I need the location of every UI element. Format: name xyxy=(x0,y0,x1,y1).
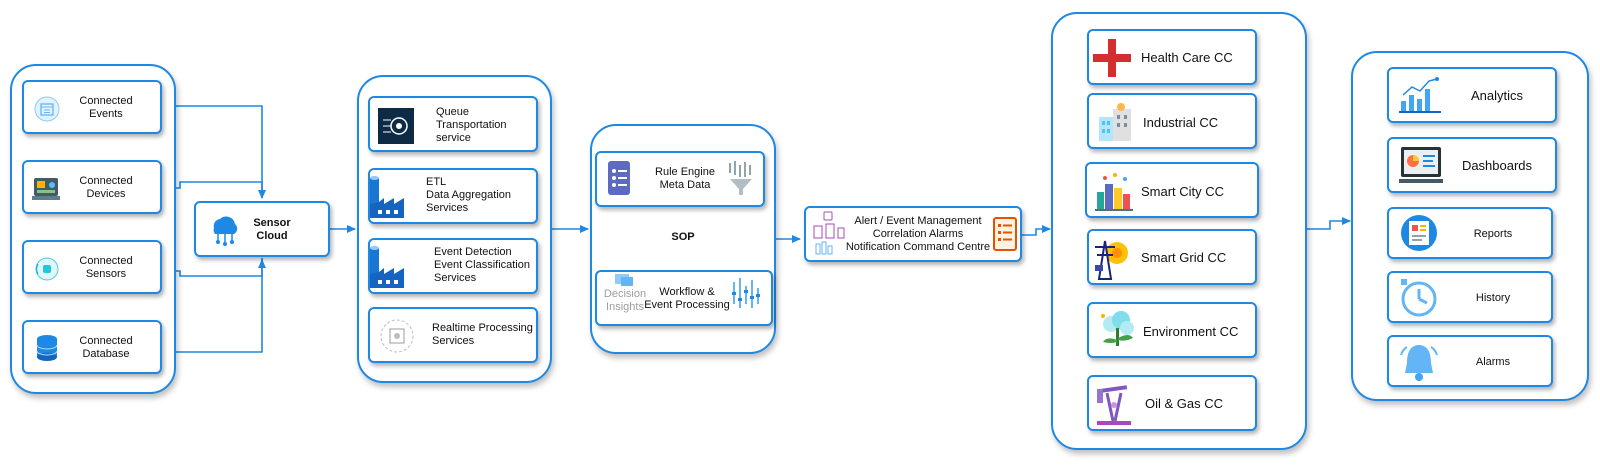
etl-label-line1: ETL xyxy=(426,176,447,188)
connected-database-label-line2: Database xyxy=(82,348,130,360)
realtime-processing-card[interactable]: Realtime Processing Services xyxy=(368,307,538,363)
dashboards-label: Dashboards xyxy=(1461,158,1533,173)
queue-label-line2: Transportation xyxy=(436,119,507,131)
power-tower-icon xyxy=(1091,235,1133,286)
reports-card[interactable]: Reports xyxy=(1387,207,1553,259)
filter-funnel-icon xyxy=(727,159,757,202)
alert-label-line3: Notification Command Centre xyxy=(845,241,991,253)
smart-city-cc-label: Smart City CC xyxy=(1141,184,1225,199)
queue-label-line1: Queue xyxy=(436,106,470,118)
calendar-icon xyxy=(34,96,60,127)
sensor-cloud-card[interactable]: Sensor Cloud xyxy=(194,201,330,257)
workflow-label-line2: Event Processing xyxy=(644,299,730,311)
processing-icon xyxy=(378,317,416,360)
device-board-icon xyxy=(32,174,62,207)
health-care-cc-card[interactable]: Health Care CC xyxy=(1087,29,1257,85)
smart-grid-cc-label: Smart Grid CC xyxy=(1141,250,1227,265)
connected-sensors-label-line2: Sensors xyxy=(85,268,127,280)
alarms-card[interactable]: Alarms xyxy=(1387,335,1553,387)
sensor-icon xyxy=(34,256,60,287)
connected-sensors-card[interactable]: Connected Sensors xyxy=(22,240,162,294)
city-icon xyxy=(1095,170,1133,217)
database-icon xyxy=(35,334,59,367)
oil-gas-cc-label: Oil & Gas CC xyxy=(1145,396,1224,411)
industrial-cc-label: Industrial CC xyxy=(1143,115,1219,130)
factory-icon xyxy=(366,244,406,295)
sensor-cloud-label-line1: Sensor xyxy=(253,217,291,229)
sensors-to-cloud-line xyxy=(162,258,263,277)
connected-devices-label-line1: Connected xyxy=(79,175,133,187)
connected-devices-label-line2: Devices xyxy=(86,188,126,200)
analytics-label: Analytics xyxy=(1470,88,1524,103)
event-detection-label-line2: Event Classification xyxy=(434,259,530,271)
event-detection-label-line1: Event Detection xyxy=(434,246,512,258)
clock-icon xyxy=(1399,277,1439,324)
rule-engine-card[interactable]: Rule Engine Meta Data xyxy=(595,151,765,207)
health-care-cc-label: Health Care CC xyxy=(1141,50,1233,65)
analytics-icon xyxy=(1399,75,1443,120)
alert-label-line1: Alert / Event Management xyxy=(854,215,982,227)
workflow-card[interactable]: Decision Insights Workflow & Event Proce… xyxy=(595,270,773,326)
bell-icon xyxy=(1399,341,1439,390)
industrial-cc-card[interactable]: Industrial CC xyxy=(1087,93,1257,149)
analytics-card[interactable]: Analytics xyxy=(1387,67,1557,123)
connected-sensors-label-line1: Connected xyxy=(79,255,133,267)
dashboard-icon xyxy=(1399,145,1443,192)
analytics-small-icon xyxy=(812,210,846,263)
cc-to-outputs-line xyxy=(1307,217,1351,230)
red-cross-icon xyxy=(1091,37,1133,84)
database-to-cloud-line xyxy=(162,259,266,353)
queue-transport-card[interactable]: Queue Transportation service xyxy=(368,96,538,152)
etl-card[interactable]: ETL Data Aggregation Services xyxy=(368,168,538,224)
cloud-network-icon xyxy=(206,212,240,251)
workflow-label-line1: Workflow & xyxy=(659,286,715,298)
environment-cc-card[interactable]: Environment CC xyxy=(1087,302,1257,358)
environment-cc-label: Environment CC xyxy=(1143,324,1239,339)
event-detection-label-line3: Services xyxy=(434,272,477,284)
connected-events-card[interactable]: Connected Events xyxy=(22,80,162,134)
decision-insights-icon xyxy=(613,272,637,293)
alert-management-card[interactable]: Alert / Event Management Correlation Ala… xyxy=(804,206,1022,262)
checklist-icon xyxy=(992,216,1018,257)
oil-gas-cc-card[interactable]: Oil & Gas CC xyxy=(1087,375,1257,431)
queue-icon xyxy=(378,108,414,149)
decision-insights-label-line1: Decision xyxy=(603,288,647,300)
dashboards-card[interactable]: Dashboards xyxy=(1387,137,1557,193)
factory-icon xyxy=(366,174,406,225)
connected-database-card[interactable]: Connected Database xyxy=(22,320,162,374)
etl-label-line3: Services xyxy=(426,202,469,214)
history-label: History xyxy=(1475,292,1511,304)
document-list-icon xyxy=(605,159,635,204)
connected-database-label-line1: Connected xyxy=(79,335,133,347)
realtime-label-line1: Realtime Processing xyxy=(432,322,533,334)
sensor-cloud-label-line2: Cloud xyxy=(256,230,288,242)
reports-label: Reports xyxy=(1473,228,1513,240)
rule-engine-label-line2: Meta Data xyxy=(659,179,711,191)
events-to-cloud-line xyxy=(162,105,266,199)
rule-engine-label-line1: Rule Engine xyxy=(655,166,715,178)
decision-insights-label-line2: Insights xyxy=(606,301,644,313)
bar-chart-icon xyxy=(731,276,767,321)
tree-icon xyxy=(1097,310,1137,357)
queue-label-line3: service xyxy=(436,132,471,144)
realtime-label-line2: Services xyxy=(432,335,475,347)
connected-events-label-line1: Connected xyxy=(79,95,133,107)
smart-grid-cc-card[interactable]: Smart Grid CC xyxy=(1087,229,1257,285)
smart-city-cc-card[interactable]: Smart City CC xyxy=(1085,162,1259,218)
devices-to-cloud-line xyxy=(162,181,263,198)
connected-devices-card[interactable]: Connected Devices xyxy=(22,160,162,214)
alert-label-line2: Correlation Alarms xyxy=(872,228,964,240)
sop-title: SOP xyxy=(671,231,695,243)
industrial-building-icon xyxy=(1097,101,1135,148)
etl-label-line2: Data Aggregation xyxy=(426,189,512,201)
event-detection-card[interactable]: Event Detection Event Classification Ser… xyxy=(368,238,538,294)
alert-to-cc-line xyxy=(1022,225,1051,236)
history-card[interactable]: History xyxy=(1387,271,1553,323)
oil-pump-icon xyxy=(1093,381,1135,432)
report-icon xyxy=(1399,213,1439,258)
connected-events-label-line2: Events xyxy=(89,108,123,120)
alarms-label: Alarms xyxy=(1475,356,1511,368)
